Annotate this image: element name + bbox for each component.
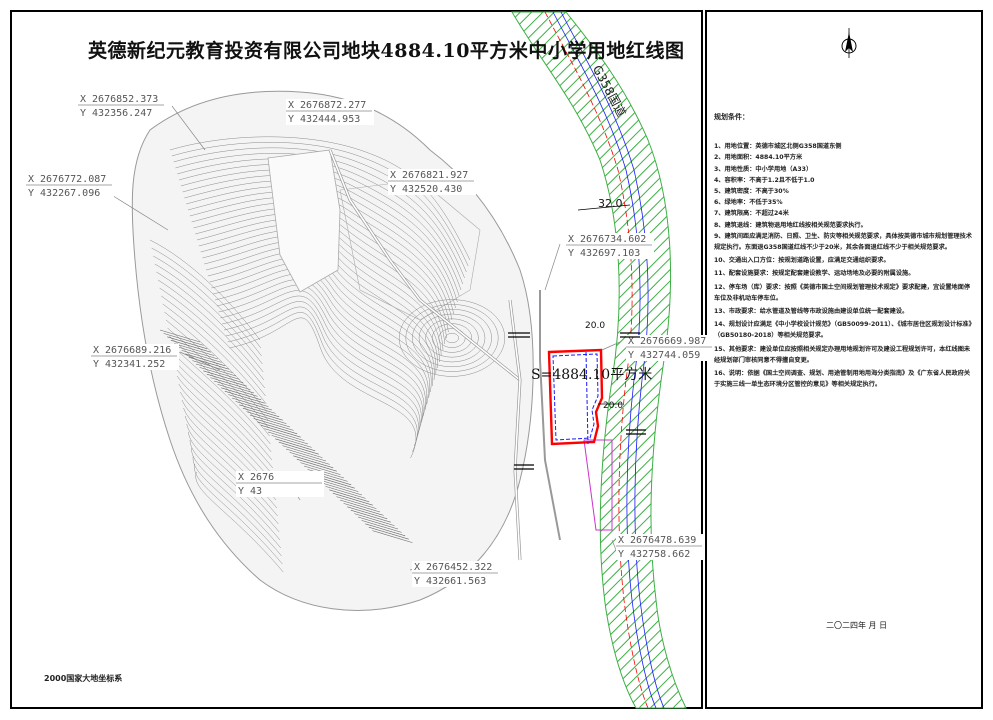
coordinate-label: X 2676689.216 Y 432341.252 xyxy=(91,344,179,370)
coordinate-x: X 2676 xyxy=(238,472,274,483)
road-edge-blue-2 xyxy=(560,11,665,709)
notes-item: 7、建筑限高：不超过24米 xyxy=(714,210,789,218)
coordinate-y: Y 432267.096 xyxy=(28,188,100,199)
coordinate-x: X 2676772.087 xyxy=(28,174,106,185)
coordinate-y: Y 432356.247 xyxy=(80,108,152,119)
coordinate-label: X 2676478.639 Y 432758.662 xyxy=(616,534,704,560)
notes-item: 4、容积率：不高于1.2且不低于1.0 xyxy=(714,176,815,184)
terrain-contours xyxy=(131,90,561,611)
setback-label-2: 20.0 xyxy=(603,401,623,411)
coordinate-label: X 2676669.987 Y 432744.059 xyxy=(626,335,714,361)
north-arrow-icon xyxy=(841,28,857,58)
coordinate-x: X 2676821.927 xyxy=(390,170,468,181)
notes-item: 11、配套设施要求：按规定配套建设教学、运动场地及必要的附属设施。 xyxy=(714,270,915,278)
road-edge-blue xyxy=(552,11,657,709)
notes-item: 9、建筑间距应满足消防、日照、卫生、防灾等相关规范要求，具体按英德市城市规划管理… xyxy=(714,232,972,252)
coordinate-y: Y 432744.059 xyxy=(628,350,700,361)
coordinate-y: Y 432444.953 xyxy=(288,114,360,125)
red-line-parcel xyxy=(547,348,604,446)
notes-item: 3、用地性质：中小学用地（A33） xyxy=(714,165,813,173)
coordinate-x: X 2676478.639 xyxy=(618,535,696,546)
date-label: 二〇二四年 月 日 xyxy=(826,621,888,630)
coordinate-y: Y 432697.103 xyxy=(568,248,640,259)
coordinate-label: X 2676 Y 43 xyxy=(236,471,324,497)
coordinate-label: X 2676452.322 Y 432661.563 xyxy=(412,561,500,587)
coordinate-y: Y 432758.662 xyxy=(618,549,690,560)
notes-item: 6、绿地率：不低于35% xyxy=(714,199,783,207)
notes-item: 14、规划设计应满足《中小学校设计规范》（GB50099-2011）、《城市居住… xyxy=(714,321,975,340)
map-title: 英德新纪元教育投资有限公司地块4884.10平方米中小学用地红线图 xyxy=(88,40,685,62)
coordinate-x: X 2676852.373 xyxy=(80,94,158,105)
magenta-boundary xyxy=(583,439,613,531)
notes-item: 13、市政要求：给水管道及管线等市政设施由建设单位统一配套建设。 xyxy=(714,308,909,316)
coordinate-y: Y 432341.252 xyxy=(93,359,165,370)
notes-item: 1、用地位置：英德市城区北侧G358国道东侧 xyxy=(714,143,842,151)
notes-item: 16、说明：依据《国土空间调查、规划、用途管制用地用海分类指南》及《广东省人民政… xyxy=(714,370,971,389)
dimension-marks xyxy=(508,204,646,470)
road-edge-red xyxy=(544,11,649,709)
coordinate-label: X 2676872.277 Y 432444.953 xyxy=(286,99,374,125)
parcel-axis xyxy=(585,351,589,445)
coordinate-x: X 2676452.322 xyxy=(414,562,492,573)
coordinate-label: X 2676772.087 Y 432267.096 xyxy=(26,173,114,199)
notes-item: 12、停车场（库）要求：按照《英德市国土空间规划管理技术规定》要求配建，宜设置地… xyxy=(714,283,971,302)
notes-item: 2、用地面积：4884.10平方米 xyxy=(714,154,803,162)
notes-heading: 规划条件： xyxy=(714,113,749,121)
notes-item: 15、其他要求：建设单位应按照相关规定办理用地规划许可及建设工程规划许可，本红线… xyxy=(714,345,971,364)
coordinate-y: Y 432520.430 xyxy=(390,184,462,195)
coordinate-x: X 2676669.987 xyxy=(628,336,706,347)
coordinate-labels: X 2676852.373 Y 432356.247 X 2676872.277 Y … xyxy=(26,93,714,587)
parcel-area-label: S=4884.10平方米 xyxy=(531,367,653,383)
coordinate-x: X 2676689.216 xyxy=(93,345,171,356)
planning-conditions-notes: 规划条件： 1、用地位置：英德市城区北侧G358国道东侧 2、用地面积：4884.… xyxy=(714,112,976,390)
coordinate-y: Y 43 xyxy=(238,486,262,497)
notes-item: 8、建筑退线：建筑物退用地红线按相关规范要求执行。 xyxy=(714,221,867,229)
notes-list: 1、用地位置：英德市城区北侧G358国道东侧 2、用地面积：4884.10平方米 3… xyxy=(714,141,976,390)
setback-label-1: 20.0 xyxy=(585,321,605,331)
coordinate-label: X 2676852.373 Y 432356.247 xyxy=(78,93,166,119)
coordinate-label: X 2676821.927 Y 432520.430 xyxy=(388,169,476,195)
parcel-inner-boundary xyxy=(552,353,599,441)
coordinate-x: X 2676734.602 xyxy=(568,234,646,245)
road-width-label: 32.0 xyxy=(598,197,623,210)
coordinate-system-label: 2000国家大地坐标系 xyxy=(44,674,123,683)
coordinate-y: Y 432661.563 xyxy=(414,576,486,587)
coordinate-label: X 2676734.602 Y 432697.103 xyxy=(566,233,654,259)
notes-item: 5、建筑密度：不高于30% xyxy=(714,188,789,196)
coordinate-x: X 2676872.277 xyxy=(288,100,366,111)
notes-item: 10、交通出入口方位：按规划道路设置，应满足交通组织要求。 xyxy=(714,257,890,265)
